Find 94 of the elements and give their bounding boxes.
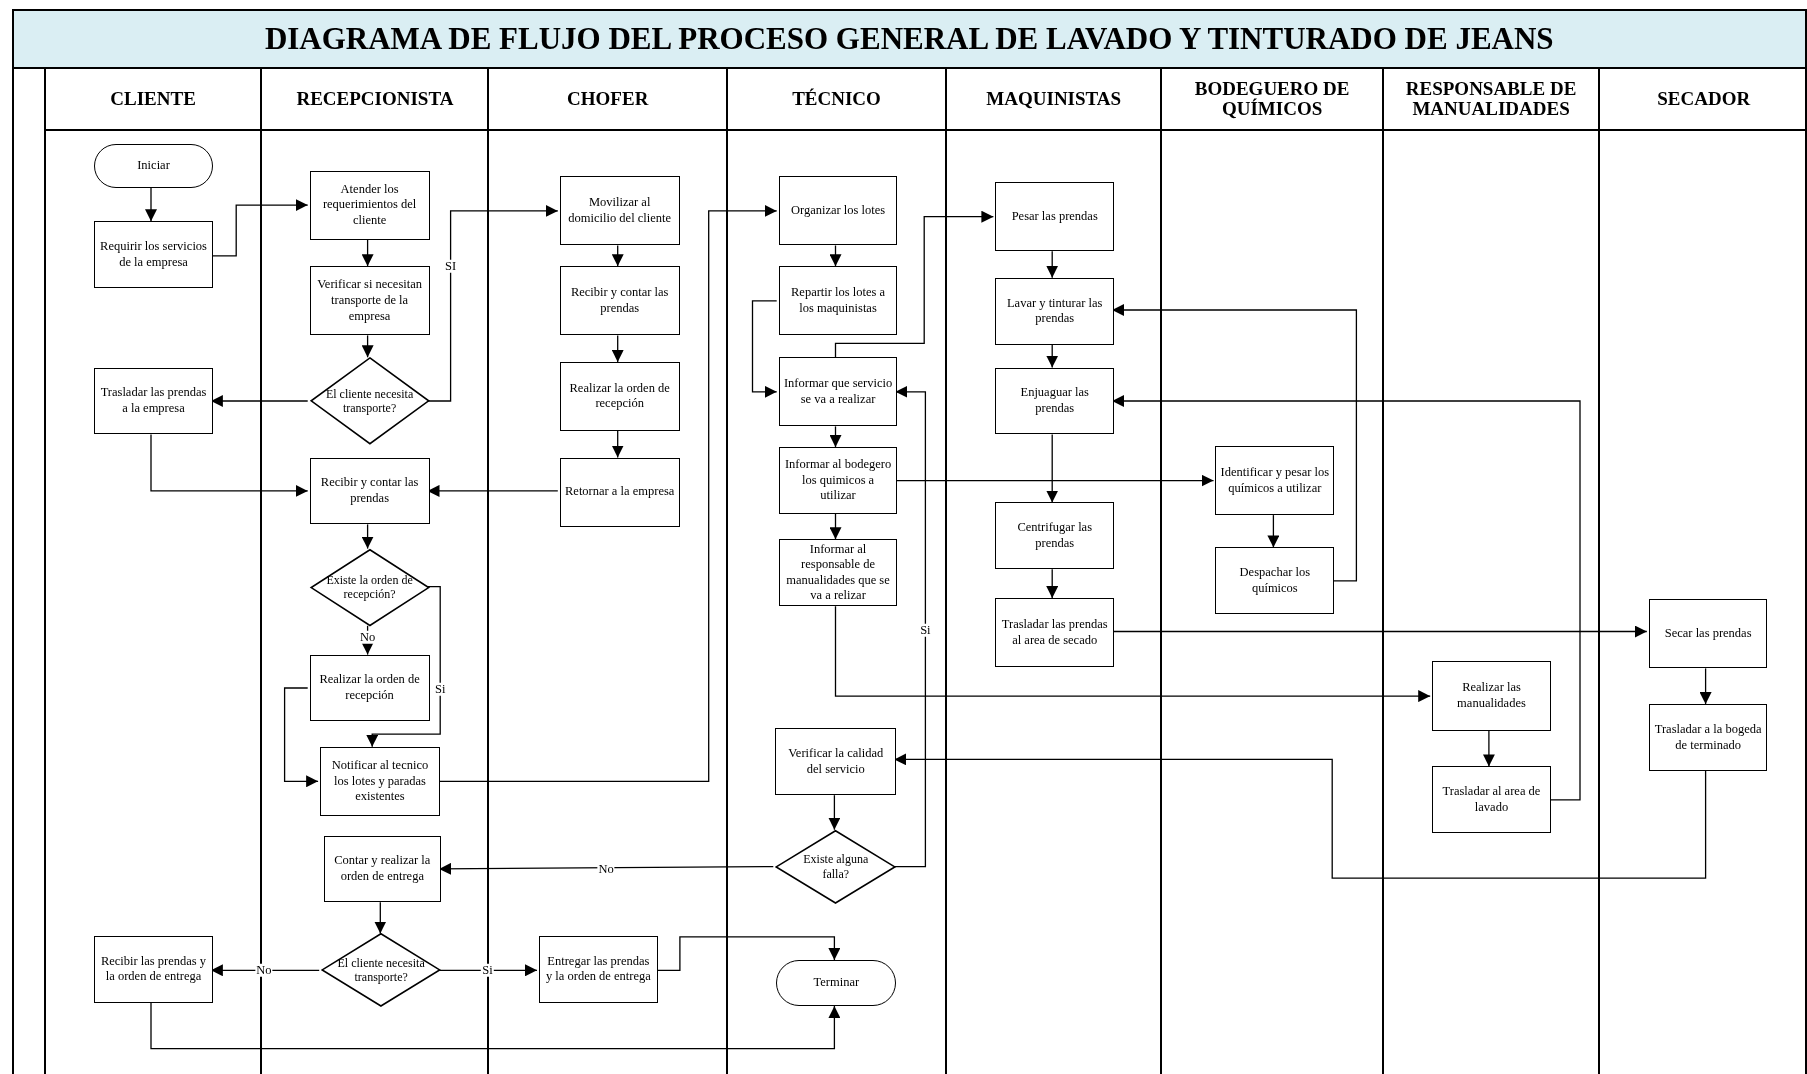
process-box: Realizar la orden de recepción (559, 361, 680, 431)
arrow (374, 901, 387, 935)
decision-diamond: Existe la orden de recepción? (309, 548, 430, 626)
process-box: Notificar al tecnico los lotes y paradas existentes (320, 746, 440, 816)
process-box: Trasladar las prendas a la empresa (94, 367, 213, 435)
arrow (361, 334, 374, 358)
arrow (611, 244, 624, 267)
lane-header: RECEPCIONISTA (295, 87, 455, 112)
arrow (210, 199, 309, 257)
arrow (829, 244, 842, 267)
process-box: Informar al responsable de manualidades que se va a relizar (778, 539, 898, 607)
edge-label: No (597, 862, 615, 876)
arrow (1267, 514, 1280, 549)
arrow (1046, 568, 1059, 599)
process-box: Recibir y contar las prendas (559, 266, 680, 336)
process-box: Pesar las prendas (995, 182, 1115, 252)
process-box: Verificar si necesitan transporte de la empresa (309, 266, 430, 336)
edge-label: No (358, 631, 377, 644)
arrow (1046, 433, 1059, 504)
arrow (437, 204, 778, 782)
edge-label: Si (919, 624, 932, 637)
arrow (829, 425, 842, 448)
process-box: Recibir las prendas y la orden de entrega (94, 935, 213, 1003)
process-box: Informar que servicio se va a realizar (778, 357, 898, 427)
lane-header: MAQUINISTAS (985, 87, 1123, 112)
arrow (438, 964, 538, 977)
process-box: Lavar y tinturar las prendas (995, 277, 1115, 345)
arrow (1046, 343, 1059, 369)
arrow (828, 794, 841, 831)
arrow (361, 523, 374, 550)
process-box: Organizar los lotes (778, 176, 898, 246)
process-box: Secar las prendas (1648, 599, 1768, 669)
terminator: Iniciar (94, 144, 213, 188)
edge-label: Si (481, 964, 494, 977)
edge-label: No (255, 964, 273, 977)
process-box: Enjuaguar las prendas (995, 367, 1115, 435)
process-box: Atender los requerimientos del cliente (309, 170, 430, 240)
arrow (1482, 729, 1495, 768)
arrow (1111, 304, 1358, 582)
process-box: Recibir y contar las prendas (309, 457, 430, 525)
process-box: Contar y realizar la orden de entrega (323, 835, 442, 903)
terminator: Terminar (776, 959, 897, 1007)
process-box: Entregar las prendas y la orden de entrega (539, 935, 658, 1003)
arrow (283, 687, 319, 788)
arrow (438, 862, 774, 875)
arrow (655, 936, 841, 971)
process-box: Movilizar al domicilio del cliente (559, 176, 680, 246)
arrow (210, 395, 309, 407)
process-box: Identificar y pesar los químicos a utilizar (1215, 445, 1335, 516)
decision-diamond: Existe alguna falla? (775, 829, 897, 904)
arrow (611, 334, 624, 363)
process-box: Verificar la calidad del servicio (775, 728, 897, 796)
arrow (426, 204, 559, 402)
lane-header: SECADOR (1656, 87, 1752, 112)
decision-diamond: El cliente necesita transporte? (321, 933, 442, 1008)
arrow (1699, 667, 1712, 705)
edge-label: SI (444, 259, 458, 273)
lane-header: TÉCNICO (791, 87, 882, 112)
process-box: Repartir los lotes a los maquinistas (778, 266, 898, 336)
lane-header: RESPONSABLE DE MANUALIDADES (1404, 77, 1578, 122)
arrow (1046, 250, 1059, 279)
process-box: Informar al bodegero los quimicos a utilizar (778, 447, 898, 514)
arrow (894, 474, 1215, 487)
arrow (834, 605, 1431, 703)
arrow (361, 239, 374, 267)
process-box: Trasladar al area de lavado (1432, 766, 1551, 834)
arrow (829, 513, 842, 540)
edge-label: Si (434, 682, 447, 696)
lane-header: BODEGUERO DE QUÍMICOS (1193, 77, 1351, 122)
arrow (751, 300, 778, 398)
arrow (145, 187, 157, 222)
lane-header: CLIENTE (109, 87, 197, 112)
decision-diamond: El cliente necesita transporte? (309, 357, 430, 445)
process-box: Retornar a la empresa (559, 457, 680, 527)
process-box: Trasladar a la bogeda de terminado (1648, 704, 1768, 771)
arrow (361, 625, 374, 656)
arrow (893, 385, 927, 868)
process-box: Despachar los químicos (1215, 547, 1335, 615)
arrow (210, 964, 320, 977)
arrow (893, 753, 1707, 879)
process-box: Realizar la orden de recepción (309, 654, 430, 722)
arrow (611, 430, 624, 459)
process-box: Trasladar las prendas al area de secado (995, 598, 1115, 668)
arrow (1111, 625, 1648, 638)
lane-header: CHOFER (566, 87, 650, 112)
process-box: Realizar las manualidades (1432, 661, 1551, 731)
process-box: Centrifugar las prendas (995, 502, 1115, 570)
arrow (150, 433, 309, 497)
process-box: Requirir los servicios de la empresa (94, 221, 213, 289)
arrow (150, 1001, 841, 1050)
arrow (366, 585, 441, 748)
arrow (1111, 395, 1581, 801)
title-banner: DIAGRAMA DE FLUJO DEL PROCESO GENERAL DE LAVADO Y TINTURADO DE JEANS (11, 9, 1807, 70)
arrow (834, 210, 995, 358)
